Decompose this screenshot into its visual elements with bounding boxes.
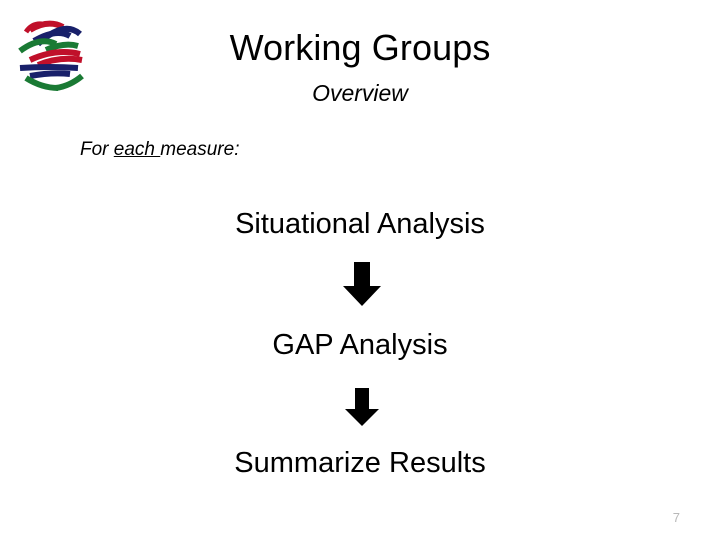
intro-line: For each measure: [80, 137, 239, 163]
wto-logo [8, 6, 98, 102]
down-arrow-icon [341, 386, 383, 428]
page-subtitle: Overview [312, 80, 408, 106]
page-title: Working Groups [229, 27, 491, 68]
flow-step-situational-analysis: Situational Analysis [235, 208, 485, 240]
intro-text-underlined: each [113, 139, 161, 160]
intro-text-before: For [80, 139, 114, 160]
down-arrow-icon [338, 260, 386, 308]
flow-step-summarize-results: Summarize Results [234, 447, 486, 479]
flow-step-gap-analysis: GAP Analysis [272, 329, 448, 361]
page-number: 7 [672, 510, 680, 525]
intro-text-after: measure: [160, 139, 240, 160]
